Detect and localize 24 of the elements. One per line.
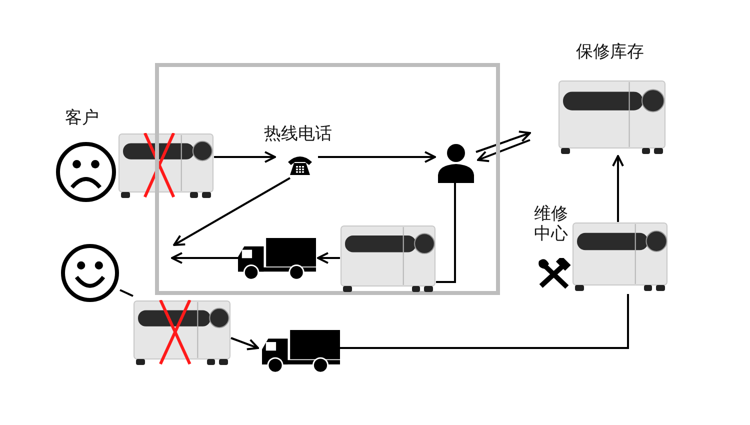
arrow — [173, 177, 290, 246]
connector-line — [436, 183, 456, 283]
smiley-face-icon — [60, 243, 120, 303]
connector-line — [120, 289, 134, 297]
arrow — [214, 151, 276, 163]
arrow — [477, 139, 530, 162]
arrow — [476, 130, 531, 153]
arrow — [230, 337, 259, 350]
node-label: 维修中心 — [534, 204, 569, 244]
connector-line — [340, 294, 629, 349]
frame-box — [155, 63, 500, 295]
arrow — [171, 252, 238, 264]
inverter-drawing — [133, 300, 231, 366]
inverter-drawing — [118, 133, 214, 199]
arrow — [318, 151, 436, 163]
person-icon — [437, 143, 475, 183]
node-label: 客户 — [65, 108, 99, 128]
inverter-drawing — [340, 225, 436, 293]
arrow — [612, 155, 624, 222]
truck-icon — [238, 238, 316, 280]
node-label: 热线电话 — [264, 124, 332, 144]
truck-icon — [262, 330, 340, 373]
node-label: 保修库存 — [576, 42, 644, 62]
arrow — [317, 252, 340, 264]
